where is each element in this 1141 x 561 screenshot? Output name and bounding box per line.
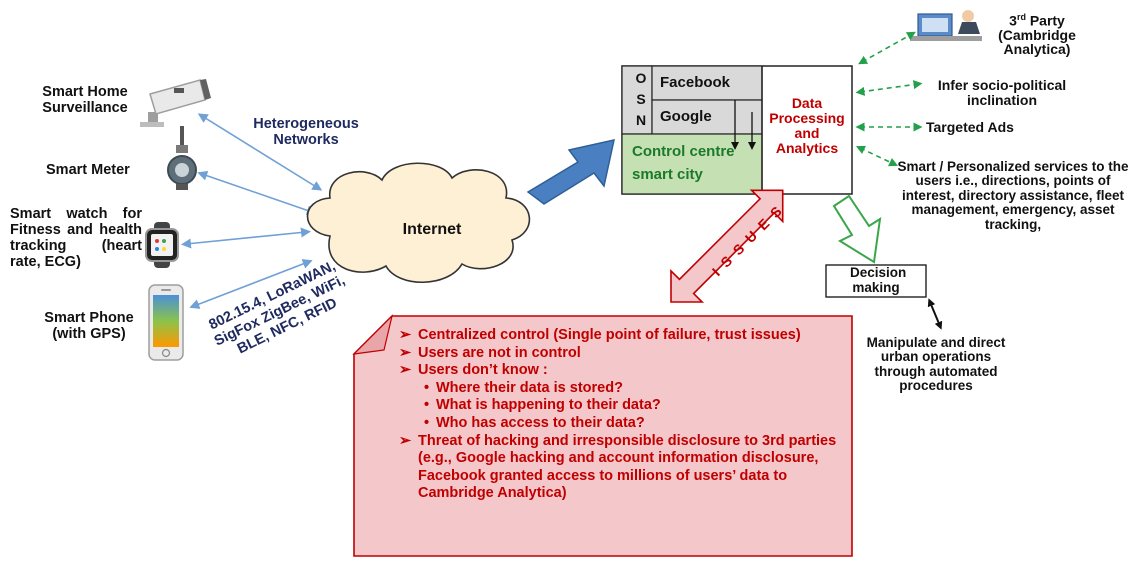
data-flow-arrows [731,100,756,150]
label-infer: Infer socio-political inclination [937,77,1067,108]
warning-box-fold [352,314,394,355]
decision-flow-arrow [832,194,882,264]
arrow-infer [855,80,923,96]
label-control-centre: Control centre [632,143,735,160]
arrow-third-party [858,31,916,65]
warning-text: Users don’t know : [418,362,548,379]
issues-double-arrow [670,189,784,303]
warning-list: ➢ Centralized control (Single point of fa… [396,327,852,503]
smart-phone-icon [148,284,184,361]
device-network-links [181,113,323,309]
label-cambridge-analytica: (Cambridge Analytica) [998,26,1076,57]
decision-box [825,264,927,298]
flow-arrow-to-center [526,139,615,205]
arrow-bullet-icon: ➢ [399,344,412,361]
arrow-services [855,145,899,167]
output-arrows [855,31,923,167]
label-smart-meter: Smart Meter [46,162,130,178]
label-manipulate: Manipulate and direct urban operations t… [866,335,1006,394]
warning-item: ➢ Users don’t know : [396,362,852,380]
warning-item: ➢ Users are not in control [396,345,852,363]
security-camera-icon [140,79,211,127]
label-smart-watch: Smart watch for Fitness and health track… [10,206,142,270]
arrow-bullet-icon: ➢ [399,432,412,449]
link-phone [189,259,313,309]
osn-letter-o: O [635,70,647,86]
warning-subitem: • Where their data is stored? [396,380,852,398]
label-smart-home: Smart Home Surveillance [42,84,128,116]
warning-text: Who has access to their data? [436,414,645,431]
warning-subitem: • What is happening to their data? [396,397,852,415]
warning-text: Centralized control (Single point of fai… [418,327,801,343]
smart-meter-icon [167,126,197,190]
warning-item: ➢ Threat of hacking and irresponsible dis… [396,433,852,503]
bullet-dot-icon: • [424,414,430,431]
label-google: Google [660,108,712,125]
arrow-bullet-icon: ➢ [399,327,412,343]
internet-cloud [306,162,531,283]
arrow-bullet-icon: ➢ [399,362,412,379]
label-third-party: 3rd Party (Cambridge Analytica) [982,10,1092,56]
warning-subitem: • Who has access to their data? [396,415,852,433]
warning-text: Threat of hacking and irresponsible disc… [418,432,837,502]
label-smart-city: smart city [632,166,703,183]
label-facebook: Facebook [660,74,731,91]
warning-item: ➢ Centralized control (Single point of fa… [396,327,852,345]
link-meter [197,170,317,216]
decision-arrow [927,298,943,330]
bullet-dot-icon: • [424,397,430,414]
warning-text: What is happening to their data? [436,397,661,414]
osn-column [621,65,653,135]
bullet-dot-icon: • [424,379,430,396]
warning-text: Users are not in control [418,344,581,361]
label-data-processing: Data Processing and Analytics [769,95,845,156]
label-targeted-ads: Targeted Ads [926,119,1014,135]
osn-letter-n: N [635,112,647,128]
facebook-box [651,65,763,101]
label-smart-phone: Smart Phone (with GPS) [44,310,134,342]
osn-letter-s: S [636,91,646,107]
warning-text: Where their data is stored? [436,379,623,396]
label-decision-making: Decision making [850,265,907,295]
label-services: Smart / Personalized services to the use… [897,159,1129,232]
label-internet: Internet [402,221,462,238]
link-watch [181,227,311,249]
label-heterogeneous-networks: Heterogeneous Networks [253,116,359,148]
smart-watch-icon [145,222,179,268]
analyst-at-computer-icon [910,10,982,41]
